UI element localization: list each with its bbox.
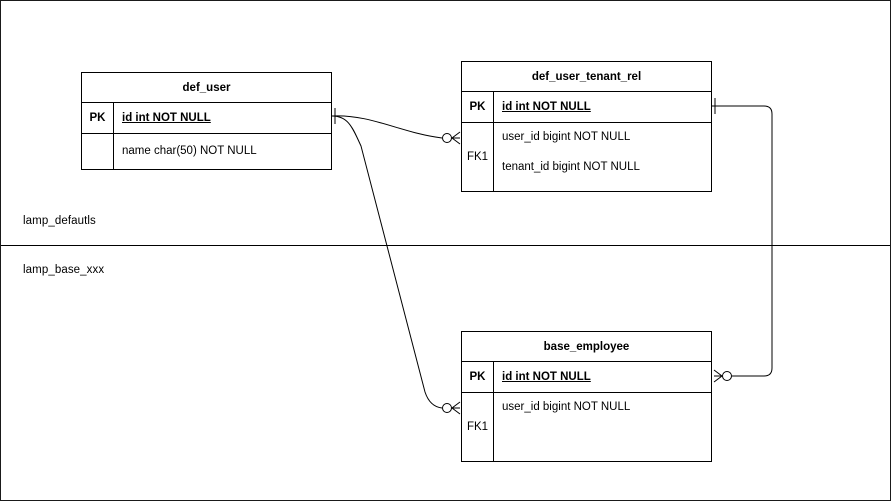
field-base-employee-user-id: user_id bigint NOT NULL [502, 401, 631, 413]
row-key-fk1: FK1 [462, 123, 494, 191]
cardinality-many-crowsfoot-icon [451, 131, 461, 145]
swimlane-label-lamp-defautls: lamp_defautls [23, 215, 96, 227]
row-fields: user_id bigint NOT NULL [494, 393, 711, 461]
entity-row-def-user-attrs[interactable]: name char(50) NOT NULL [82, 134, 331, 169]
field-tenant-rel-tenant-id: tenant_id bigint NOT NULL [502, 161, 640, 173]
entity-row-def-user-pk[interactable]: PK id int NOT NULL [82, 103, 331, 134]
cardinality-zero-circle-icon [722, 371, 732, 381]
entity-def-user[interactable]: def_user PK id int NOT NULL name char(50… [81, 72, 332, 170]
connector-tenant-rel-to-base-employee [712, 98, 773, 383]
entity-base-employee[interactable]: base_employee PK id int NOT NULL FK1 use… [461, 331, 712, 462]
field-def-user-id: id int NOT NULL [122, 111, 211, 124]
entity-row-tenant-rel-pk[interactable]: PK id int NOT NULL [462, 92, 711, 123]
row-key-pk: PK [462, 92, 494, 122]
cardinality-many-crowsfoot-icon [451, 401, 461, 415]
cardinality-many-crowsfoot-icon [713, 369, 723, 383]
entity-title-base-employee: base_employee [462, 332, 711, 362]
entity-title-def-user: def_user [82, 73, 331, 103]
row-fields: id int NOT NULL [494, 362, 711, 392]
entity-title-def-user-tenant-rel: def_user_tenant_rel [462, 62, 711, 92]
field-base-employee-id: id int NOT NULL [502, 370, 591, 383]
entity-row-base-employee-pk[interactable]: PK id int NOT NULL [462, 362, 711, 393]
connector-def-user-to-base-employee [331, 115, 461, 415]
swimlane-label-lamp-base-xxx: lamp_base_xxx [23, 264, 105, 276]
field-tenant-rel-id: id int NOT NULL [502, 100, 591, 113]
connector-line [331, 115, 443, 139]
swimlane-divider [1, 245, 890, 246]
field-tenant-rel-user-id: user_id bigint NOT NULL [502, 131, 631, 143]
row-key-fk1: FK1 [462, 393, 494, 461]
cardinality-zero-circle-icon [442, 403, 452, 413]
entity-row-base-employee-fk[interactable]: FK1 user_id bigint NOT NULL [462, 393, 711, 461]
cardinality-zero-circle-icon [442, 133, 452, 143]
entity-row-tenant-rel-fk[interactable]: FK1 user_id bigint NOT NULL tenant_id bi… [462, 123, 711, 191]
connector-line [331, 115, 443, 409]
connector-def-user-to-tenant-rel [331, 108, 461, 145]
row-fields: id int NOT NULL [114, 103, 331, 133]
field-def-user-name: name char(50) NOT NULL [122, 145, 257, 157]
row-fields: name char(50) NOT NULL [114, 134, 331, 169]
row-key-pk: PK [462, 362, 494, 392]
connector-line [712, 105, 773, 377]
row-fields: user_id bigint NOT NULL tenant_id bigint… [494, 123, 711, 191]
row-key-pk: PK [82, 103, 114, 133]
entity-def-user-tenant-rel[interactable]: def_user_tenant_rel PK id int NOT NULL F… [461, 61, 712, 192]
row-fields: id int NOT NULL [494, 92, 711, 122]
row-key-blank [82, 134, 114, 169]
